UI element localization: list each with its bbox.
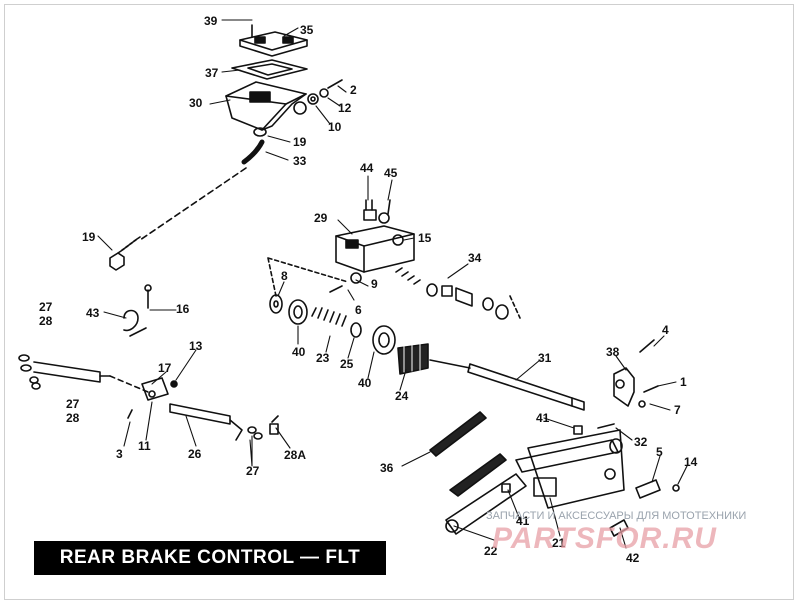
pushrod-line bbox=[139, 167, 247, 241]
callout-38: 38 bbox=[606, 345, 620, 359]
callout-43: 43 bbox=[86, 306, 100, 320]
callout-22: 22 bbox=[484, 544, 498, 558]
diagram-frame bbox=[4, 4, 794, 600]
callout-29: 29 bbox=[314, 211, 328, 225]
callout-5: 5 bbox=[656, 445, 663, 459]
callout-40b: 40 bbox=[358, 376, 372, 390]
callout-33: 33 bbox=[293, 154, 307, 168]
rear-brake-line bbox=[169, 403, 279, 441]
callout-10: 10 bbox=[328, 120, 342, 134]
callout-28b: 28 bbox=[66, 411, 80, 425]
callout-32: 32 bbox=[634, 435, 648, 449]
pushrod-spring bbox=[109, 236, 141, 271]
callout-41b: 41 bbox=[516, 514, 530, 528]
callout-16: 16 bbox=[176, 302, 190, 316]
callout-15: 15 bbox=[418, 231, 432, 245]
callout-35: 35 bbox=[300, 23, 314, 37]
brake-line-assembly bbox=[18, 354, 149, 393]
callout-30: 30 bbox=[189, 96, 203, 110]
callout-19: 19 bbox=[293, 135, 307, 149]
callout-12: 12 bbox=[338, 101, 352, 115]
callout-40a: 40 bbox=[292, 345, 306, 359]
pedal-pad bbox=[429, 411, 487, 457]
master-cylinder-cover bbox=[239, 24, 308, 57]
brake-pushrod bbox=[429, 359, 585, 411]
callout-19b: 19 bbox=[82, 230, 96, 244]
callout-7: 7 bbox=[674, 403, 681, 417]
callout-28A: 28A bbox=[284, 448, 306, 462]
mounting-screw-washers bbox=[307, 79, 343, 105]
callout-27a: 27 bbox=[39, 300, 53, 314]
group-bracket bbox=[267, 257, 521, 319]
callout-13: 13 bbox=[189, 339, 203, 353]
boot-and-seals bbox=[269, 294, 396, 355]
cable-clip bbox=[123, 284, 152, 337]
callout-39: 39 bbox=[204, 14, 218, 28]
callout-34: 34 bbox=[468, 251, 482, 265]
master-cylinder-body bbox=[225, 81, 307, 137]
callout-9: 9 bbox=[371, 277, 378, 291]
callout-21: 21 bbox=[552, 536, 566, 550]
callout-14: 14 bbox=[684, 455, 698, 469]
callout-44: 44 bbox=[360, 161, 374, 175]
callout-3: 3 bbox=[116, 447, 123, 461]
watermark-caption: ЗАПЧАСТИ И АКСЕССУАРЫ ДЛЯ МОТОТЕХНИКИ bbox=[486, 510, 747, 522]
callout-17: 17 bbox=[158, 361, 172, 375]
callout-28a: 28 bbox=[39, 314, 53, 328]
callout-31: 31 bbox=[538, 351, 552, 365]
pedal-bracket bbox=[613, 339, 659, 408]
callout-42: 42 bbox=[626, 551, 640, 565]
callout-2: 2 bbox=[350, 83, 357, 97]
pin-ball bbox=[329, 272, 362, 293]
piston-assembly bbox=[395, 267, 509, 320]
callout-45: 45 bbox=[384, 166, 398, 180]
callout-27b: 27 bbox=[66, 397, 80, 411]
master-cylinder-hose bbox=[241, 139, 265, 165]
brake-reservoir-block bbox=[335, 199, 415, 273]
callout-11: 11 bbox=[138, 439, 151, 453]
callout-37: 37 bbox=[205, 66, 219, 80]
callout-26: 26 bbox=[188, 447, 202, 461]
leader-lines bbox=[97, 19, 689, 549]
grease-fitting bbox=[609, 519, 629, 537]
callout-41a: 41 bbox=[536, 411, 550, 425]
callout-8: 8 bbox=[281, 269, 288, 283]
callout-24: 24 bbox=[395, 389, 409, 403]
diagram-title: REAR BRAKE CONTROL — FLT bbox=[34, 541, 386, 575]
line-clamp bbox=[127, 377, 178, 419]
callout-6: 6 bbox=[355, 303, 362, 317]
callout-labels: 39 35 37 2 30 12 10 19 33 44 45 29 15 34… bbox=[39, 14, 698, 565]
callout-27c: 27 bbox=[246, 464, 260, 478]
callout-36: 36 bbox=[380, 461, 394, 475]
callout-1: 1 bbox=[680, 375, 687, 389]
master-cylinder-gasket bbox=[231, 59, 308, 80]
callout-25: 25 bbox=[340, 357, 354, 371]
rubber-boot bbox=[397, 343, 429, 375]
watermark-logo: PARTSFOR.RU bbox=[492, 522, 717, 555]
callout-4: 4 bbox=[662, 323, 669, 337]
callout-23: 23 bbox=[316, 351, 330, 365]
brake-pedal bbox=[445, 438, 623, 535]
mounting-plate bbox=[501, 423, 680, 509]
